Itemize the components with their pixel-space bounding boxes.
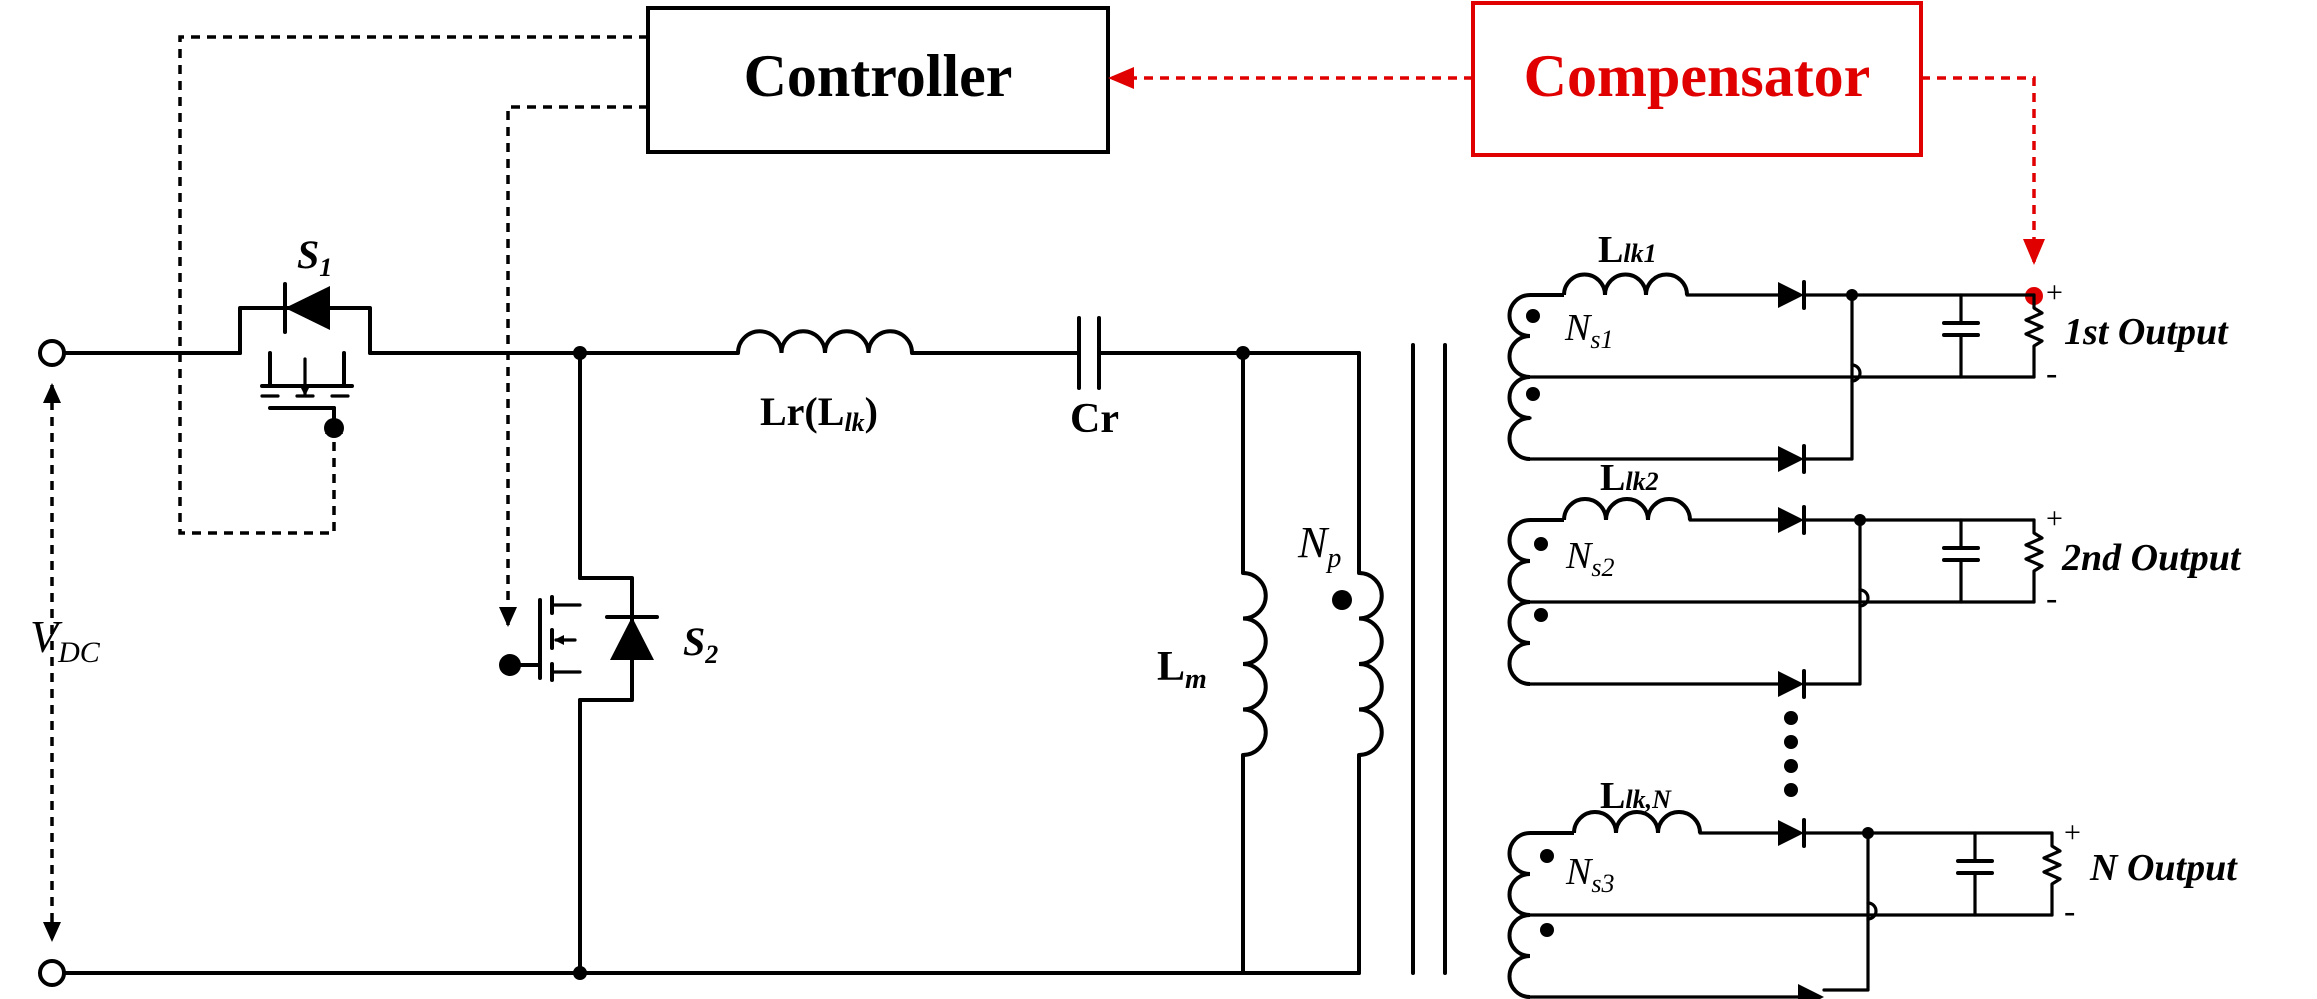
compensator-block: Compensator (1471, 1, 1923, 157)
secondary-2-plus: + (2046, 502, 2063, 535)
secondary-2-output-label: 2nd Output (2061, 537, 2242, 579)
ellipsis-dots (1784, 711, 1798, 797)
compensator-label: Compensator (1524, 43, 1871, 109)
transformer-core (1411, 343, 1447, 975)
lr-inductor (736, 329, 914, 354)
gate-drive-s1-path (178, 35, 648, 535)
cr-label: Cr (1070, 396, 1119, 442)
secondary-1-leak-label: Llk1 (1598, 229, 1657, 271)
gate-drive-s2-path (499, 105, 648, 627)
secondary-2-minus: - (2046, 580, 2057, 617)
controller-label: Controller (744, 43, 1013, 109)
controller-block: Controller (646, 6, 1110, 154)
secondary-n-minus: - (2064, 893, 2075, 930)
np-label: Np (1297, 518, 1341, 574)
vdc-positive-terminal (38, 339, 66, 367)
secondary-n-plus: + (2064, 816, 2081, 849)
secondary-1-minus: - (2046, 355, 2057, 392)
lr-label: Lr(Llk) (760, 389, 878, 437)
primary-wiring (62, 346, 1361, 980)
secondary-1-plus: + (2046, 276, 2063, 309)
s2-gate-dot (499, 654, 521, 676)
secondary-2 (1507, 497, 2044, 699)
secondary-1-output-label: 1st Output (2064, 311, 2229, 353)
secondary-n-leak-label: Llk,N (1600, 775, 1672, 817)
lm-inductor (1242, 571, 1268, 757)
secondary-n (1507, 810, 2062, 999)
secondary-1 (1507, 272, 2044, 474)
np-primary-winding (1332, 571, 1384, 757)
s2-label: S2 (683, 619, 718, 669)
lm-label: Lm (1157, 644, 1207, 695)
np-polarity-dot (1332, 590, 1352, 610)
secondary-n-output-label: N Output (2089, 847, 2238, 889)
s2-mosfet (499, 576, 659, 702)
secondary-n-ns-label: Ns3 (1565, 851, 1614, 898)
s1-gate-dot (324, 418, 344, 438)
vdc-label: VDC (30, 611, 101, 669)
cr-capacitor (1077, 316, 1101, 390)
secondary-1-ns-label: Ns1 (1564, 307, 1613, 354)
secondary-2-ns-label: Ns2 (1565, 535, 1614, 582)
s1-label: S1 (297, 232, 332, 282)
s1-mosfet (238, 282, 372, 438)
vdc-negative-terminal (38, 959, 66, 987)
secondary-2-leak-label: Llk2 (1600, 457, 1659, 499)
